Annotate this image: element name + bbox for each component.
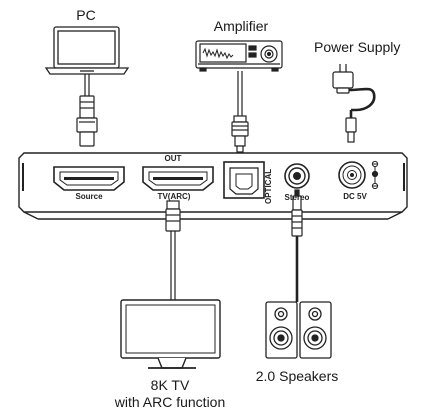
power-adapter-icon (332, 64, 376, 143)
stereo-port-label: Stereo (284, 193, 310, 202)
tv-label-line2: with ARC function (114, 394, 226, 410)
pc-label: PC (76, 7, 96, 23)
hdmi-cable-pc (76, 74, 98, 147)
power-supply-label: Power Supply (314, 39, 401, 55)
audio-cable-speakers (291, 189, 303, 302)
hdmi-cable-tv (165, 200, 181, 300)
amplifier-icon (195, 40, 283, 72)
pc-laptop-icon (44, 26, 130, 75)
tv-arc-port-label: TV(ARC) (157, 192, 191, 201)
hdmi-out-port (142, 166, 214, 191)
optical-port (223, 161, 265, 199)
optical-cable-amplifier (231, 71, 249, 153)
speakers-icon (265, 301, 332, 359)
tv-label-line1: 8K TV (150, 377, 190, 393)
stereo-jack-port (284, 163, 310, 189)
source-port-label: Source (75, 192, 103, 201)
dc-power-port (338, 160, 379, 190)
speakers-label: 2.0 Speakers (255, 368, 339, 384)
out-port-label: OUT (164, 154, 182, 163)
hdmi-source-port (53, 166, 125, 191)
dc-port-label: DC 5V (343, 192, 367, 201)
tv-icon (120, 299, 221, 369)
optical-port-label: OPTICAL (264, 168, 273, 204)
amplifier-label: Amplifier (213, 18, 269, 34)
